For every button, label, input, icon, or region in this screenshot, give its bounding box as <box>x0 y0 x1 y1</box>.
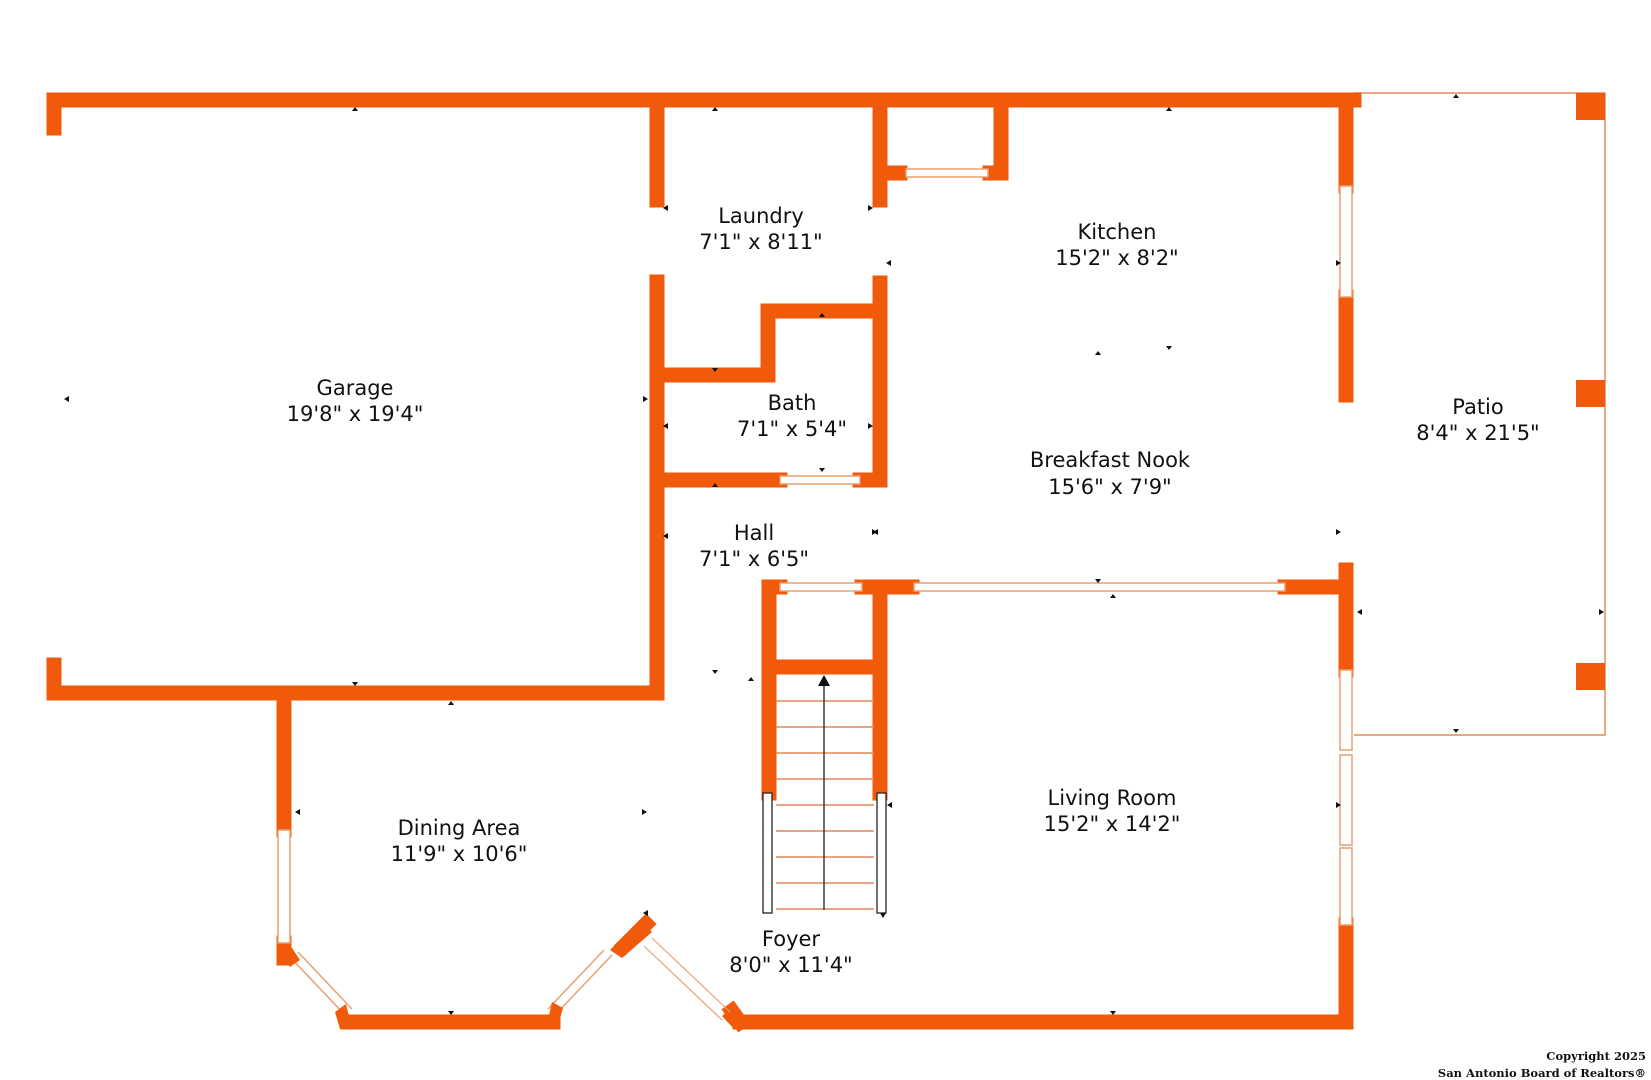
room-kitchen: Kitchen 15'2" x 8'2" <box>1055 220 1178 270</box>
room-name: Bath <box>768 391 817 415</box>
bay-windows <box>289 949 613 1015</box>
window-living-right-2 <box>1339 754 1353 846</box>
room-name: Kitchen <box>1078 220 1157 244</box>
copyright-line-2: San Antonio Board of Realtors® <box>1438 1066 1646 1080</box>
room-dimensions: 19'8" x 19'4" <box>287 402 424 426</box>
copyright-notice: Copyright 2025 San Antonio Board of Real… <box>1438 1049 1646 1080</box>
room-dimensions: 8'4" x 21'5" <box>1416 421 1539 445</box>
room-foyer: Foyer 8'0" x 11'4" <box>729 927 852 977</box>
room-name: Hall <box>734 521 774 545</box>
front-door <box>643 937 731 1021</box>
room-dimensions: 7'1" x 8'11" <box>699 230 822 254</box>
room-name: Foyer <box>762 927 821 951</box>
window-pantry <box>905 168 989 178</box>
stair-arrow-icon <box>818 675 830 910</box>
room-patio: Patio 8'4" x 21'5" <box>1416 395 1539 445</box>
room-bath: Bath 7'1" x 5'4" <box>737 391 847 441</box>
room-dining-area: Dining Area 11'9" x 10'6" <box>391 816 528 866</box>
room-name: Patio <box>1452 395 1504 419</box>
room-dimensions: 11'9" x 10'6" <box>391 842 528 866</box>
patio-outline <box>1354 92 1606 736</box>
window-stair-top <box>779 582 863 592</box>
stair-treads <box>776 700 874 910</box>
window-kitchen-right <box>1339 185 1353 298</box>
room-dimensions: 15'6" x 7'9" <box>1048 475 1171 499</box>
room-breakfast-nook: Breakfast Nook 15'6" x 7'9" <box>1030 448 1191 499</box>
room-dimensions: 8'0" x 11'4" <box>729 953 852 977</box>
window-living-right-3 <box>1339 847 1353 926</box>
room-hall: Hall 7'1" x 6'5" <box>699 521 809 571</box>
window-living-top <box>913 582 1286 592</box>
room-dimensions: 7'1" x 6'5" <box>699 547 809 571</box>
window-living-right-1 <box>1339 669 1353 751</box>
room-laundry: Laundry 7'1" x 8'11" <box>699 204 822 254</box>
window-bath <box>779 475 861 485</box>
patio-posts <box>1576 93 1605 690</box>
window-dining-left <box>277 829 291 944</box>
windows <box>277 168 1353 944</box>
room-name: Living Room <box>1048 786 1177 810</box>
walls <box>46 92 1362 1033</box>
room-name: Laundry <box>718 204 804 228</box>
dimension-markers <box>64 94 1604 1015</box>
room-name: Garage <box>317 376 394 400</box>
room-name: Breakfast Nook <box>1030 448 1191 472</box>
bay-wall-joints <box>277 920 746 1029</box>
room-dimensions: 15'2" x 8'2" <box>1055 246 1178 270</box>
room-living-room: Living Room 15'2" x 14'2" <box>1044 786 1181 836</box>
room-dimensions: 15'2" x 14'2" <box>1044 812 1181 836</box>
copyright-line-1: Copyright 2025 <box>1546 1049 1646 1063</box>
room-garage: Garage 19'8" x 19'4" <box>287 376 424 426</box>
room-dimensions: 7'1" x 5'4" <box>737 417 847 441</box>
room-name: Dining Area <box>398 816 521 840</box>
